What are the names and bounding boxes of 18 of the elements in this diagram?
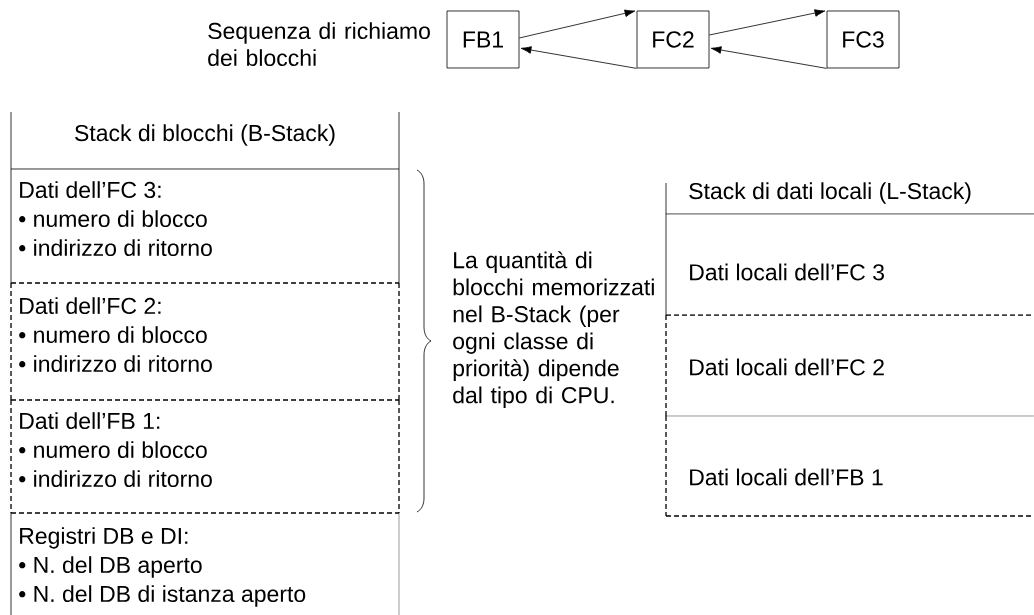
block-box: FC2 — [636, 10, 710, 69]
note-text: La quantità di blocchi memorizzati nel B-Stack (per ogni classe di priorità) dipende dal tipo di CPU. — [453, 251, 654, 408]
stack-cell: Stack di dati locali (L-Stack) — [665, 182, 1034, 215]
block-box: FC3 — [826, 10, 900, 69]
arrow — [709, 9, 826, 36]
stack-cell: Dati locali dell’FC 3 — [665, 213, 1034, 316]
arrow — [710, 46, 827, 69]
note-text: Sequenza di richiamo dei blocchi — [208, 22, 430, 67]
stack-cell: Registri DB e DI: • N. del DB aperto • N. del DB di istanza aperto — [10, 512, 400, 615]
arrow — [519, 9, 636, 39]
arrow — [520, 46, 637, 69]
stack-cell: Dati locali dell’FB 1 — [665, 415, 1034, 517]
block-box: FB1 — [446, 10, 520, 69]
stack-cell: Dati dell’FC 2: • numero di blocco • indirizzo di ritorno — [10, 282, 400, 401]
stack-cell: Dati locali dell’FC 2 — [665, 314, 1034, 417]
stack-cell: Stack di blocchi (B-Stack) — [10, 111, 400, 170]
stack-cell: Dati dell’FB 1: • numero di blocco • indirizzo di ritorno — [10, 399, 400, 514]
stack-cell: Dati dell’FC 3: • numero di blocco • indirizzo di ritorno — [10, 168, 400, 284]
